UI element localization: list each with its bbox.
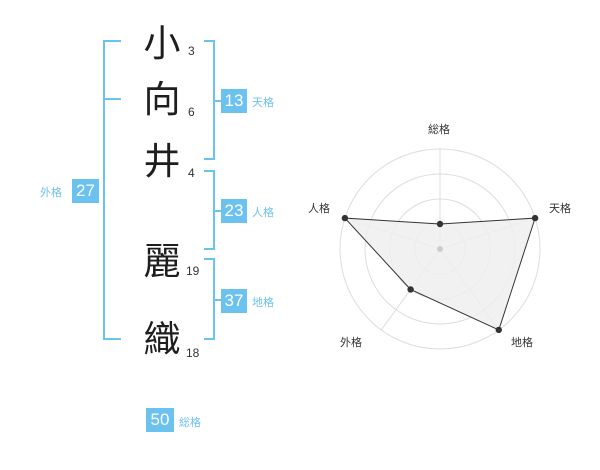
radar-point-4: [341, 214, 349, 222]
name-char-3: 井: [143, 140, 181, 183]
stroke-count-4: 19: [186, 264, 200, 278]
soukaku-value-badge: 50: [146, 408, 174, 432]
jinkaku-value-badge: 23: [221, 199, 247, 223]
name-char-2: 向: [143, 78, 181, 121]
chikaku-value-badge: 37: [221, 289, 247, 313]
radar-center-dot: [437, 246, 443, 252]
name-char-1: 小: [143, 22, 181, 65]
gaikaku-value-badge: 27: [72, 179, 99, 203]
radar-points: [341, 214, 539, 334]
name-char-5: 織: [143, 318, 181, 361]
soukaku-label: 総格: [179, 416, 201, 429]
name-char-4: 麗: [143, 240, 181, 283]
chikaku-label: 地格: [252, 296, 274, 309]
stroke-count-3: 4: [188, 166, 195, 180]
jinkaku-label: 人格: [252, 206, 274, 219]
tenkaku-label: 天格: [252, 96, 274, 109]
radar-axis-label-soukaku: 総格: [428, 123, 450, 136]
stroke-count-2: 6: [188, 105, 195, 119]
tenkaku-value-badge: 13: [221, 89, 247, 113]
radar-axis-label-chikaku: 地格: [511, 336, 533, 349]
radar-point-1: [531, 214, 539, 222]
radar-point-0: [436, 220, 444, 228]
gaikaku-label: 外格: [40, 186, 62, 199]
radar-point-3: [407, 286, 414, 293]
stroke-count-1: 3: [188, 44, 195, 58]
radar-axis-label-jinkaku: 人格: [308, 202, 330, 215]
radar-axis-label-tenkaku: 天格: [549, 202, 571, 215]
radar-axis-label-gaikaku: 外格: [340, 336, 362, 349]
radar-point-2: [495, 326, 502, 334]
stroke-count-5: 18: [186, 346, 200, 360]
radar-score-polygon: [343, 217, 536, 331]
